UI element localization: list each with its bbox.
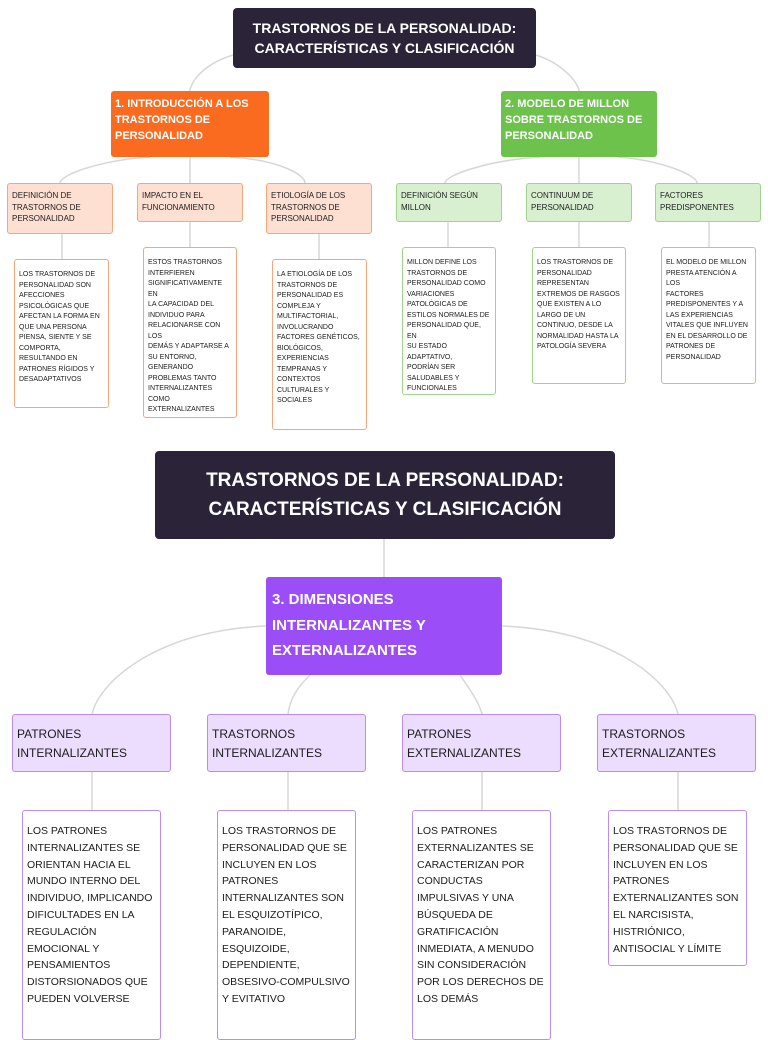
sub-impacto-funcionamiento[interactable]: IMPACTO EN EL FUNCIONAMIENTO <box>137 183 243 222</box>
leaf-trastornos-externalizantes: LOS TRASTORNOS DE PERSONALIDAD QUE SE IN… <box>608 810 747 966</box>
map-title-bottom: TRASTORNOS DE LA PERSONALIDAD: CARACTERÍ… <box>155 451 615 539</box>
leaf-etiologia: LA ETIOLOGÍA DE LOS TRASTORNOS DE PERSON… <box>272 259 367 430</box>
sub-definicion-trastornos[interactable]: DEFINICIÓN DE TRASTORNOS DE PERSONALIDAD <box>7 183 113 234</box>
branch-dimensiones[interactable]: 3. DIMENSIONES INTERNALIZANTES Y EXTERNA… <box>266 577 502 675</box>
sub-etiologia[interactable]: ETIOLOGÍA DE LOS TRASTORNOS DE PERSONALI… <box>266 183 372 234</box>
leaf-factores-predisponentes: EL MODELO DE MILLON PRESTA ATENCIÓN A LO… <box>661 247 756 384</box>
leaf-trastornos-internalizantes: LOS TRASTORNOS DE PERSONALIDAD QUE SE IN… <box>217 810 356 1040</box>
sub-definicion-millon[interactable]: DEFINICIÓN SEGÚN MILLON <box>396 183 502 222</box>
sub-trastornos-externalizantes[interactable]: TRASTORNOS EXTERNALIZANTES <box>597 714 756 772</box>
leaf-patrones-externalizantes: LOS PATRONES EXTERNALIZANTES SE CARACTER… <box>412 810 551 1040</box>
sub-continuum[interactable]: CONTINUUM DE PERSONALIDAD <box>526 183 632 222</box>
leaf-definicion-millon: MILLON DEFINE LOS TRASTORNOS DE PERSONAL… <box>402 247 496 395</box>
sub-patrones-externalizantes[interactable]: PATRONES EXTERNALIZANTES <box>402 714 561 772</box>
sub-patrones-internalizantes[interactable]: PATRONES INTERNALIZANTES <box>12 714 171 772</box>
leaf-patrones-internalizantes: LOS PATRONES INTERNALIZANTES SE ORIENTAN… <box>22 810 161 1040</box>
sub-trastornos-internalizantes[interactable]: TRASTORNOS INTERNALIZANTES <box>207 714 366 772</box>
sub-factores-predisponentes[interactable]: FACTORES PREDISPONENTES <box>655 183 761 222</box>
branch-introduccion[interactable]: 1. INTRODUCCIÓN A LOS TRASTORNOS DE PERS… <box>111 91 269 157</box>
map-title-top: TRASTORNOS DE LA PERSONALIDAD: CARACTERÍ… <box>233 8 536 68</box>
leaf-definicion-trastornos: LOS TRASTORNOS DE PERSONALIDAD SON AFECC… <box>14 259 109 408</box>
leaf-continuum: LOS TRASTORNOS DE PERSONALIDAD REPRESENT… <box>532 247 626 384</box>
leaf-impacto-funcionamiento: ESTOS TRASTORNOS INTERFIEREN SIGNIFICATI… <box>143 247 237 418</box>
branch-modelo-millon[interactable]: 2. MODELO DE MILLON SOBRE TRASTORNOS DE … <box>501 91 657 157</box>
